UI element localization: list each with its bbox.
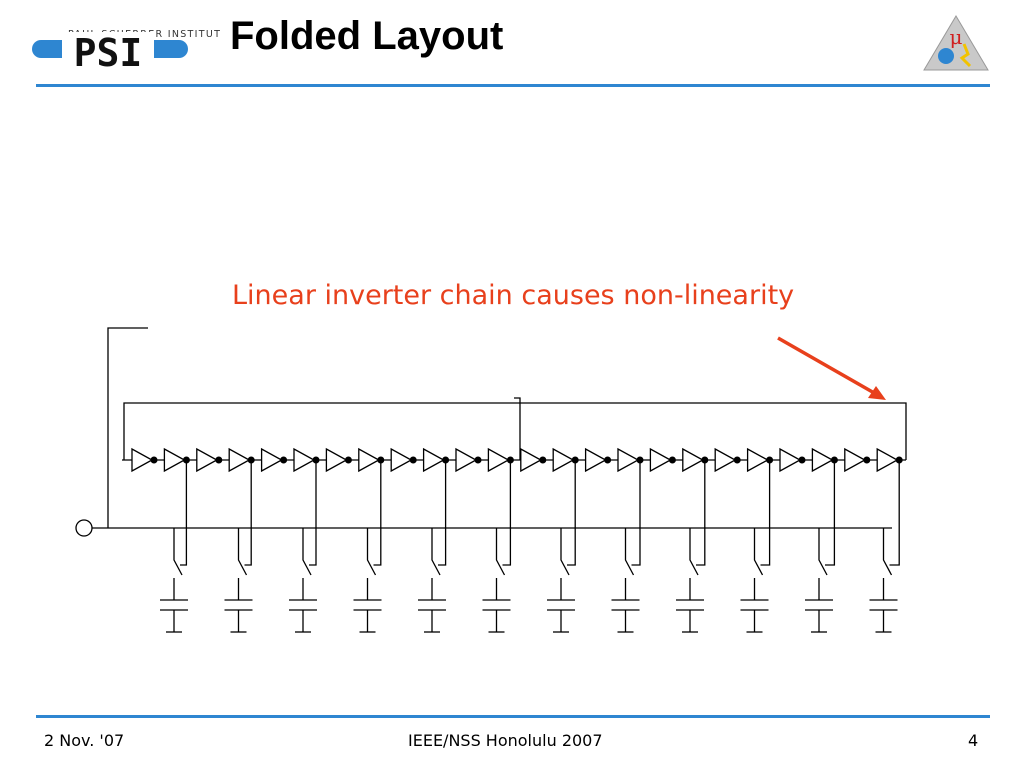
inverter-17: [649, 447, 672, 473]
feedback-loop: [123, 402, 907, 460]
inverter-23: [844, 447, 867, 473]
switch-2: [237, 528, 248, 576]
capacitor-tap-6: [482, 460, 512, 633]
footer-date: 2 Nov. '07: [44, 731, 125, 750]
node-13: [539, 456, 547, 464]
node-5: [280, 456, 288, 464]
circuit-wires: [75, 327, 907, 537]
chain-nodes: [150, 456, 903, 464]
switch-7: [560, 528, 570, 576]
inverter-3: [196, 447, 219, 473]
inverter-5: [260, 447, 283, 473]
inverter-4: [228, 447, 251, 473]
capacitor-tap-12: [869, 460, 900, 633]
footer-conference: IEEE/NSS Honolulu 2007: [408, 731, 603, 750]
switch-12: [882, 528, 893, 576]
capacitor-taps: [160, 460, 900, 633]
node-3: [215, 456, 223, 464]
capacitor-tap-2: [224, 460, 253, 633]
annotation-text: Linear inverter chain causes non-lineari…: [232, 280, 795, 311]
inverter-24: [876, 447, 899, 473]
inverter-15: [584, 447, 607, 473]
node-7: [344, 456, 352, 464]
switch-9: [689, 528, 699, 576]
switch-1: [173, 528, 183, 576]
inverter-16: [617, 447, 640, 473]
input-terminal: [75, 519, 93, 537]
inverter-11: [455, 447, 478, 473]
switch-3: [302, 528, 312, 576]
inverter-13: [520, 447, 543, 473]
psi-logo: PAUL SCHERRER INSTITUT PSI: [30, 14, 220, 74]
inverter-19: [714, 447, 737, 473]
switch-8: [624, 528, 635, 576]
inverter-14: [552, 447, 575, 473]
arrow-head: [868, 386, 886, 400]
capacitor-tap-7: [547, 460, 576, 633]
inverter-18: [682, 447, 705, 473]
inverter-7: [325, 447, 348, 473]
switch-4: [366, 528, 377, 576]
switch-10: [753, 528, 764, 576]
capacitor-tap-5: [418, 460, 447, 633]
node-23: [863, 456, 871, 464]
node-15: [604, 456, 612, 464]
inverter-20: [746, 447, 769, 473]
annotation-arrow: [777, 336, 886, 400]
footer-divider: [36, 715, 990, 718]
capacitor-tap-8: [611, 460, 641, 633]
capacitor-tap-11: [805, 460, 836, 633]
page-title: Folded Layout: [230, 14, 504, 58]
capacitor-tap-9: [676, 460, 706, 633]
inverter-22: [811, 447, 834, 473]
capacitor-tap-3: [289, 460, 317, 633]
mu-e-gamma-triangle-icon: μ: [923, 15, 989, 71]
inverter-2: [163, 447, 186, 473]
inverter-9: [390, 447, 413, 473]
node-11: [474, 456, 482, 464]
page-number: 4: [968, 731, 979, 750]
inverter-chain: [131, 447, 899, 473]
inverter-1: [131, 447, 154, 473]
inverter-21: [779, 447, 802, 473]
capacitor-tap-10: [740, 460, 771, 633]
node-17: [668, 456, 676, 464]
input-bracket: [107, 327, 148, 528]
switch-11: [818, 528, 828, 576]
node-21: [798, 456, 806, 464]
mid-tap: [514, 397, 521, 460]
switch-5: [431, 528, 441, 576]
psi-logo-mark-icon: PSI: [32, 31, 188, 74]
node-1: [150, 456, 158, 464]
capacitor-tap-4: [353, 460, 382, 633]
switch-6: [495, 528, 506, 576]
node-19: [733, 456, 741, 464]
header-divider: [36, 84, 990, 87]
capacitor-tap-1: [160, 460, 188, 633]
inverter-6: [293, 447, 316, 473]
inverter-10: [422, 447, 445, 473]
inverter-12: [487, 447, 510, 473]
node-9: [409, 456, 417, 464]
inverter-8: [358, 447, 381, 473]
arrow-shaft: [777, 336, 877, 396]
logo-letters: PSI: [74, 31, 143, 74]
corner-logo-glyph: μ: [950, 25, 963, 49]
